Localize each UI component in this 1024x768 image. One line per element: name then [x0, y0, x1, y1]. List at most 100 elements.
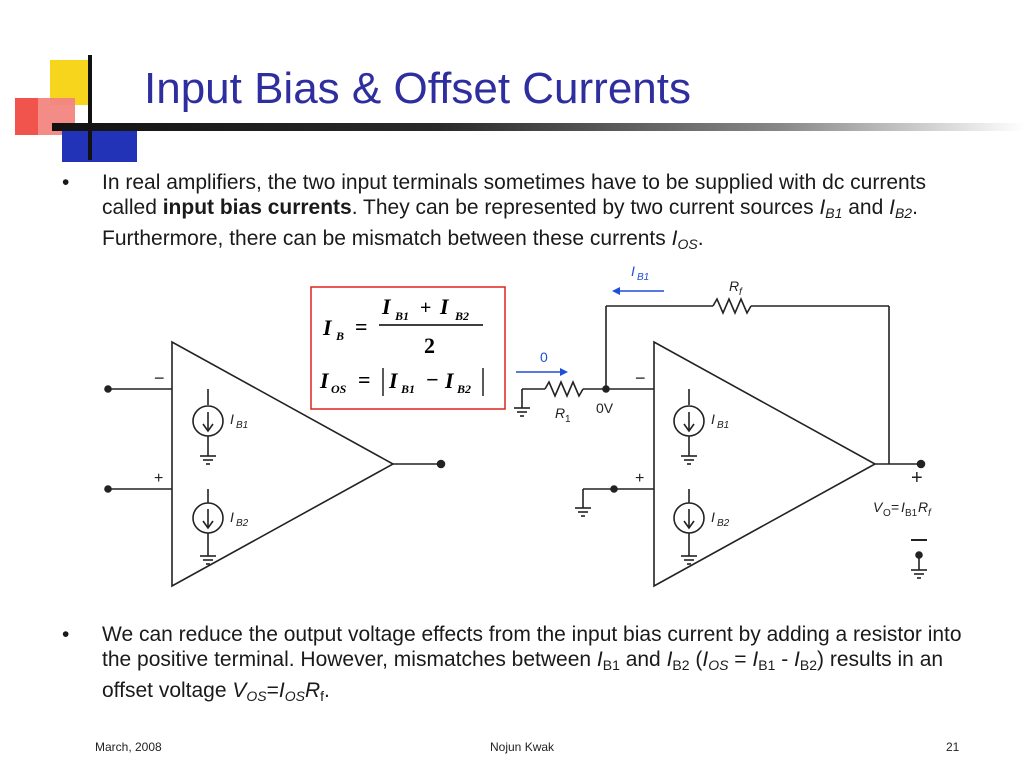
bullet2-dash: -: [775, 648, 795, 671]
right-ib1-arrow-label: I: [631, 263, 635, 279]
left-ib2-label: I: [230, 509, 234, 525]
right-ib1-sub: B1: [717, 420, 729, 431]
bullet2-ios-sub: OS: [708, 657, 729, 673]
current-arrow-icon: [516, 287, 664, 376]
right-zero-label: 0: [540, 349, 548, 365]
left-plus-label: +: [154, 470, 163, 487]
right-zero-v-label: 0V: [596, 400, 614, 416]
bullet-icon: •: [62, 171, 70, 194]
bullet2-vos-sub: OS: [246, 688, 267, 704]
bullet2-ios: I: [702, 648, 709, 671]
bullet1-text-c: . Furthermore, there can be mismatch bet…: [102, 196, 918, 250]
bullet-point-2: • We can reduce the output voltage effec…: [62, 622, 962, 709]
bullet2-paren: (: [689, 648, 703, 671]
formula-box: I B = I B1 + I B2 2 I OS = I B1 − I B2: [310, 286, 506, 410]
resistor-icon: [544, 379, 584, 399]
bullet2-ios2: I: [278, 679, 285, 702]
footer-page-number: 21: [946, 740, 960, 754]
bullet2-eq: =: [728, 648, 753, 671]
left-circuit-labels: − + I B1 I B2: [154, 368, 249, 529]
bullet2-eq2: =: [266, 679, 279, 702]
bullet2-b-ib2: I: [794, 648, 800, 671]
bullet2-ib1: I: [596, 648, 603, 671]
bullet2-end: .: [324, 679, 330, 702]
formula-num-s2: B2: [454, 309, 469, 323]
title-divider: [52, 123, 1024, 131]
ground-icon: [514, 407, 530, 417]
formula-num-s1: B1: [394, 309, 409, 323]
right-out-plus-label: +: [911, 467, 923, 489]
formula-plus: +: [420, 297, 431, 319]
bullet1-ios-sub: OS: [677, 236, 698, 252]
right-vo-eq: =: [891, 499, 899, 515]
formula-minus: −: [426, 367, 439, 392]
right-circuit-labels: I B1 R f 0 R 1 0V − + I B1 I B2 + V O = …: [540, 263, 932, 541]
right-r1-sub: 1: [565, 414, 571, 425]
bullet2-rf: R: [304, 679, 321, 702]
right-ib2-sub: B2: [717, 518, 730, 529]
current-source-icon: [192, 502, 224, 534]
formula-bar-i2: I: [444, 368, 455, 393]
ground-icon: [911, 569, 927, 579]
bullet2-vos: V: [232, 679, 247, 702]
current-source-icon: [673, 502, 705, 534]
ground-icon: [681, 455, 697, 465]
bullet-point-1: • In real amplifiers, the two input term…: [62, 170, 962, 257]
slide-title: Input Bias & Offset Currents: [144, 64, 691, 113]
left-ib2-sub: B2: [236, 518, 249, 529]
ground-icon: [575, 507, 591, 517]
formula-ib-lhs: I: [322, 315, 333, 340]
right-vo-i: I: [901, 499, 905, 515]
ground-icon: [200, 555, 216, 565]
right-rf-label: R: [729, 278, 739, 294]
right-plus-label: +: [635, 470, 644, 487]
bullet-icon: •: [62, 623, 70, 646]
right-ib2-label: I: [711, 509, 715, 525]
current-source-icon: [192, 405, 224, 437]
left-ib1-sub: B1: [236, 420, 248, 431]
formula-bar-i1: I: [388, 368, 399, 393]
right-vo-sub: O: [883, 508, 891, 519]
bullet2-rf-sub: f: [320, 688, 325, 704]
formula-bar-s1: B1: [400, 382, 415, 396]
bullet2-and: and: [619, 648, 667, 671]
bullet1-text-b: . They can be represented by two current…: [351, 196, 820, 219]
right-ib1-arrow-sub: B1: [637, 272, 649, 283]
resistor-icon: [712, 296, 752, 316]
bullet1-bold-term: input bias currents: [162, 196, 352, 219]
right-vo-v: V: [873, 499, 884, 515]
formula-bar-s2: B2: [456, 382, 471, 396]
bullet1-ib2: I: [889, 196, 895, 219]
left-opamp-circuit: [104, 340, 446, 588]
bullet2-text-b: ) results in an offset voltage: [102, 648, 944, 702]
ground-icon: [200, 455, 216, 465]
bullet1-and: and: [842, 196, 890, 219]
bullet2-b-ib1-sub: B1: [758, 657, 776, 673]
formula-den: 2: [424, 333, 435, 358]
current-source-icon: [673, 405, 705, 437]
right-vo-rsub: f: [928, 508, 932, 519]
right-vo-r: R: [918, 499, 928, 515]
left-ib1-label: I: [230, 411, 234, 427]
left-minus-label: −: [154, 368, 165, 388]
ground-icon: [681, 555, 697, 565]
bullet1-ib2-sub: B2: [894, 205, 913, 221]
bullet1-end: .: [697, 227, 704, 250]
bullet2-b-ib1: I: [752, 648, 759, 671]
right-minus-label: −: [635, 368, 646, 388]
formula-ios-lhs-sub: OS: [331, 382, 347, 396]
footer-author: Nojun Kwak: [490, 740, 555, 754]
bullet2-text-a: We can reduce the output voltage effects…: [102, 623, 962, 671]
right-r1-label: R: [555, 405, 565, 421]
footer-date: March, 2008: [95, 740, 162, 754]
bullet1-ib1-sub: B1: [825, 205, 843, 221]
formula-eq2: =: [358, 367, 371, 392]
bullet2-ib2: I: [666, 648, 673, 671]
right-opamp-triangle: [653, 340, 877, 588]
right-ib1-label: I: [711, 411, 715, 427]
right-opamp-circuit: [514, 296, 927, 588]
bullet2-b-ib2-sub: B2: [799, 657, 817, 673]
bullet2-ib2-sub: B2: [672, 657, 690, 673]
bullet2-ios2-sub: OS: [284, 688, 305, 704]
